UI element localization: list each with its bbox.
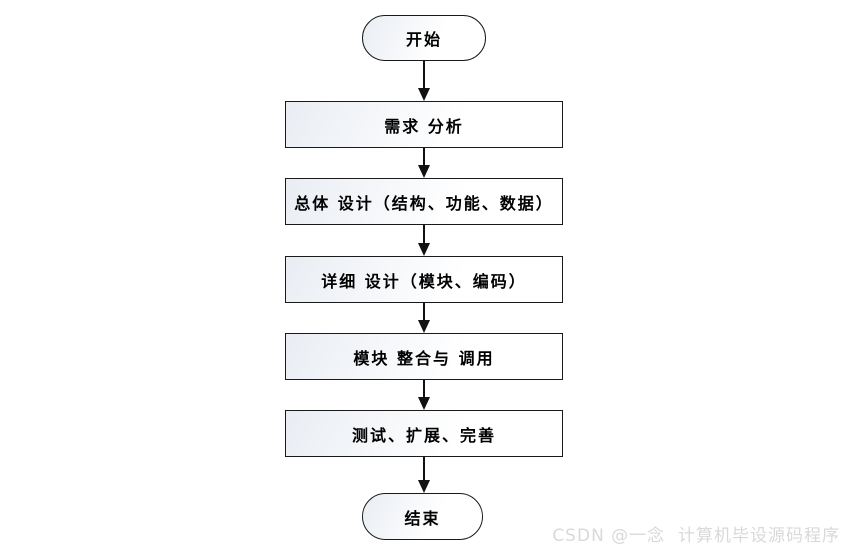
flow-node-testing: 测试、扩展、完善: [285, 410, 563, 457]
arrow-shaft: [423, 303, 425, 320]
flow-node-label: 详细 设计（模块、编码）: [321, 271, 527, 291]
down-arrow-1: [418, 61, 430, 101]
down-arrow-2: [418, 148, 430, 178]
arrow-shaft: [423, 61, 425, 88]
arrow-shaft: [423, 457, 425, 480]
flow-node-label: 需求 分析: [384, 116, 464, 136]
flow-node-label: 测试、扩展、完善: [351, 425, 496, 445]
arrow-head-icon: [418, 88, 430, 101]
down-arrow-3: [418, 225, 430, 256]
arrow-shaft: [423, 148, 425, 165]
watermark: CSDN @一念 计算机毕设源码程序: [552, 526, 840, 546]
arrow-head-icon: [418, 320, 430, 333]
down-arrow-5: [418, 380, 430, 410]
flow-node-module-integration: 模块 整合与 调用: [285, 333, 563, 380]
arrow-shaft: [423, 225, 425, 243]
arrow-head-icon: [418, 243, 430, 256]
arrow-head-icon: [418, 165, 430, 178]
arrow-head-icon: [418, 480, 430, 493]
arrow-shaft: [423, 380, 425, 397]
flow-node-detailed-design: 详细 设计（模块、编码）: [285, 256, 563, 303]
flow-node-label: 开始: [405, 30, 442, 49]
flow-node-overall-design: 总体 设计（结构、功能、数据）: [285, 178, 563, 225]
down-arrow-4: [418, 303, 430, 333]
down-arrow-6: [418, 457, 430, 493]
flow-node-label: 结束: [404, 508, 441, 528]
flow-node-label: 模块 整合与 调用: [353, 348, 495, 368]
flow-node-requirements: 需求 分析: [285, 101, 563, 148]
flow-node-end: 结束: [362, 493, 483, 540]
flow-node-start: 开始: [362, 15, 486, 61]
arrow-head-icon: [418, 397, 430, 410]
flow-node-label: 总体 设计（结构、功能、数据）: [294, 193, 554, 213]
